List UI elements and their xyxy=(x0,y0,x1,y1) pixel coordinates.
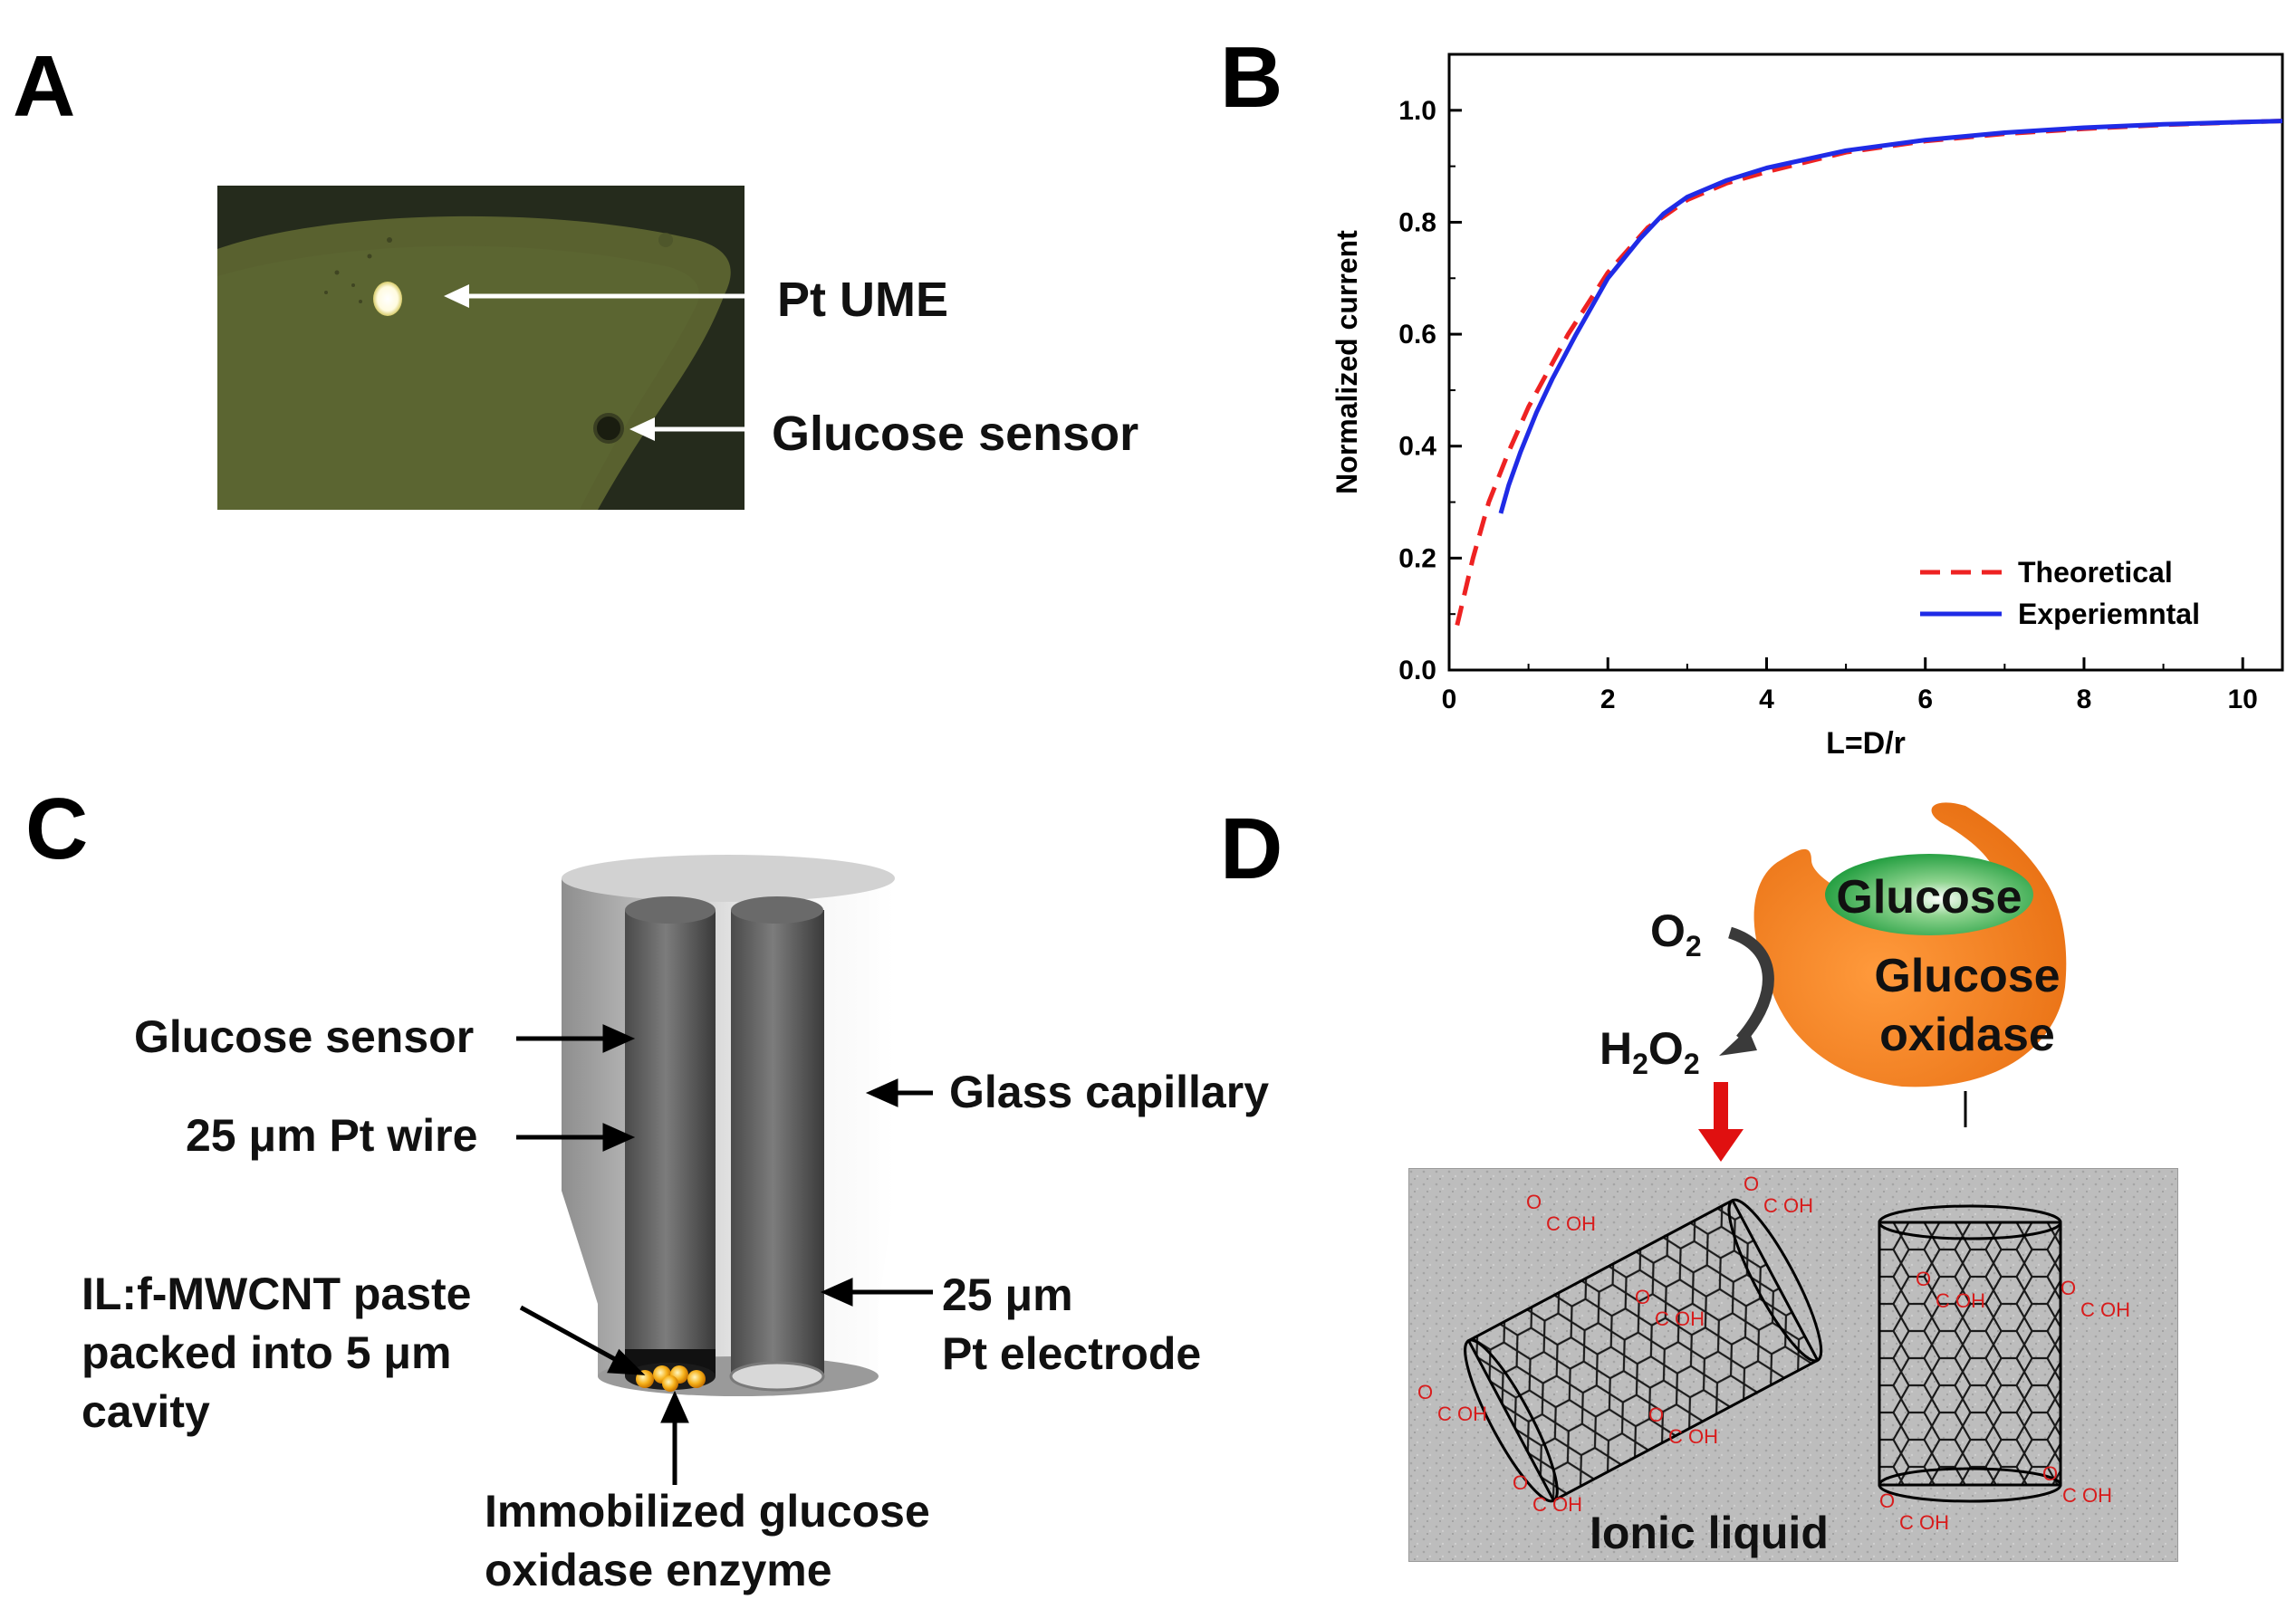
svg-text:OH: OH xyxy=(1688,1425,1718,1448)
x-tick-label: 2 xyxy=(1600,685,1616,714)
panel-letter-c: C xyxy=(25,781,89,877)
x-tick-label: 4 xyxy=(1759,685,1774,714)
series-line-experiemntal xyxy=(1498,119,2283,514)
cooh-group: O C OH xyxy=(2061,1277,2130,1321)
svg-text:O: O xyxy=(1916,1268,1931,1290)
cooh-group: O C OH xyxy=(1879,1489,1949,1534)
plot-frame xyxy=(1447,53,2284,672)
svg-text:O: O xyxy=(2042,1462,2058,1485)
svg-text:O: O xyxy=(1648,1403,1664,1426)
cooh-group: O C OH xyxy=(2042,1462,2112,1507)
electrode-diagram xyxy=(562,855,895,1396)
svg-text:O: O xyxy=(1417,1381,1433,1403)
cooh-group: O C OH xyxy=(1513,1471,1582,1516)
y-tick-label: 0.6 xyxy=(1398,320,1436,350)
svg-text:C: C xyxy=(1546,1212,1561,1235)
red-down-arrow xyxy=(1698,1082,1744,1162)
plot-border xyxy=(1447,53,2284,672)
y-tick-label: 0.8 xyxy=(1398,207,1436,237)
label-pt-electrode: 25 μm Pt electrode xyxy=(942,1269,1202,1379)
y-tick-label: 0.2 xyxy=(1398,543,1436,573)
pt-ume-spot xyxy=(373,282,402,316)
svg-text:OH: OH xyxy=(1675,1307,1705,1330)
svg-text:O: O xyxy=(1744,1173,1759,1195)
ionic-liquid-panel: O C OH O C OH O C OH O C OH O C xyxy=(1408,1168,2178,1562)
svg-text:C: C xyxy=(1437,1403,1452,1425)
x-tick-label: 0 xyxy=(1442,685,1457,714)
svg-text:O: O xyxy=(1635,1286,1650,1308)
svg-text:C: C xyxy=(1763,1194,1778,1217)
label-enzyme: Immobilized glucose oxidase enzyme xyxy=(485,1486,930,1595)
label-glucose-oxidase-2: oxidase xyxy=(1879,1009,2055,1061)
label-glucose-sensor-c: Glucose sensor xyxy=(134,1011,475,1062)
cooh-group: O C OH xyxy=(1526,1191,1596,1235)
svg-text:OH: OH xyxy=(1919,1511,1949,1534)
label-glucose-sensor-a: Glucose sensor xyxy=(772,407,1139,461)
svg-text:O: O xyxy=(2061,1277,2076,1299)
glucose-oxidase-shape xyxy=(1753,802,2067,1087)
micrograph xyxy=(217,186,745,510)
svg-text:OH: OH xyxy=(2100,1298,2130,1321)
label-pt-ume: Pt UME xyxy=(777,273,948,327)
panel-a-arrows xyxy=(444,284,770,441)
legend-label: Experiemntal xyxy=(2018,598,2200,630)
label-glass-capillary: Glass capillary xyxy=(949,1067,1270,1117)
cooh-group: O C OH xyxy=(1635,1286,1705,1330)
chart-y-axis-label: Normalized current xyxy=(1331,230,1363,494)
cooh-group: O C OH xyxy=(1417,1381,1487,1425)
glucose-shape xyxy=(1825,854,2033,935)
line-chart: 0 2 4 6 8 10 0.0 0.2 0.4 0.6 0.8 1.0 L=D/r Normaliz… xyxy=(1331,53,2284,761)
y-tick-label: 0.0 xyxy=(1398,656,1436,685)
nanotube-vertical xyxy=(1878,1204,2062,1503)
svg-text:OH: OH xyxy=(1552,1493,1582,1516)
label-o2: O2 xyxy=(1650,905,1702,963)
svg-text:C: C xyxy=(2062,1484,2077,1507)
label-glucose: Glucose xyxy=(1836,871,2022,924)
panel-letter-a: A xyxy=(13,38,76,135)
svg-text:O: O xyxy=(1513,1471,1528,1494)
label-pt-wire: 25 μm Pt wire xyxy=(186,1110,478,1161)
svg-text:C: C xyxy=(2080,1298,2095,1321)
label-h2o2: H2O2 xyxy=(1600,1023,1700,1080)
chart-series xyxy=(1455,119,2283,627)
redox-curved-arrow xyxy=(1727,926,1774,1044)
label-paste: IL:f-MWCNT paste packed into 5 μm cavity xyxy=(82,1269,472,1437)
panel-letter-d: D xyxy=(1220,800,1283,897)
svg-text:OH: OH xyxy=(1783,1194,1813,1217)
chart-ticks: 0 2 4 6 8 10 0.0 0.2 0.4 0.6 0.8 1.0 xyxy=(1398,53,2258,714)
svg-text:OH: OH xyxy=(2082,1484,2112,1507)
y-tick-label: 0.4 xyxy=(1398,432,1436,462)
panel-letter-b: B xyxy=(1220,29,1283,126)
glucose-sensor-wire xyxy=(625,910,716,1376)
svg-text:C: C xyxy=(1936,1289,1950,1312)
cooh-group: O C OH xyxy=(1916,1268,1985,1312)
glucose-sensor-spot xyxy=(593,413,624,444)
cooh-group: O C OH xyxy=(1744,1173,1813,1217)
svg-text:O: O xyxy=(1879,1489,1895,1512)
x-tick-label: 6 xyxy=(1917,685,1933,714)
svg-text:O: O xyxy=(1526,1191,1542,1213)
svg-text:C: C xyxy=(1655,1307,1669,1330)
svg-text:OH: OH xyxy=(1457,1403,1487,1425)
enzyme-schematic: Glucose Glucose oxidase xyxy=(1719,802,2067,1127)
svg-text:OH: OH xyxy=(1566,1212,1596,1235)
svg-text:C: C xyxy=(1532,1493,1547,1516)
nanotube-tilted xyxy=(1464,1198,1823,1503)
chart-x-axis-label: L=D/r xyxy=(1826,726,1906,761)
svg-text:OH: OH xyxy=(1955,1289,1985,1312)
series-line-theoretical xyxy=(1455,119,2283,627)
x-tick-label: 8 xyxy=(2077,685,2092,714)
svg-text:C: C xyxy=(1668,1425,1683,1448)
legend-label: Theoretical xyxy=(2018,556,2173,589)
svg-text:C: C xyxy=(1899,1511,1914,1534)
pt-electrode-wire xyxy=(731,910,824,1376)
cooh-group: O C OH xyxy=(1648,1403,1718,1448)
label-glucose-oxidase-1: Glucose xyxy=(1874,950,2060,1002)
label-ionic-liquid: Ionic liquid xyxy=(1590,1508,1829,1558)
x-tick-label: 10 xyxy=(2228,685,2258,714)
y-tick-label: 1.0 xyxy=(1398,96,1436,126)
